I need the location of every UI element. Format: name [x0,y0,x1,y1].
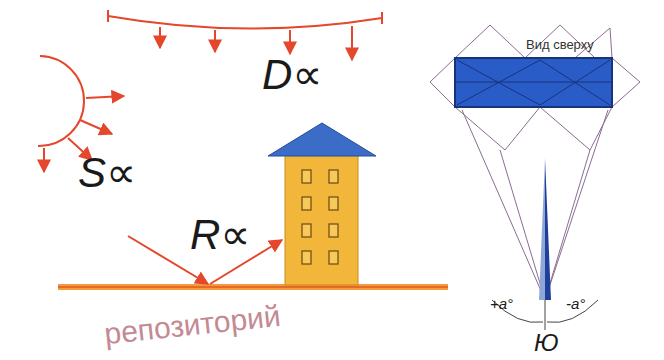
window [302,224,311,237]
window [329,251,338,264]
direction-label: Ю [534,330,559,356]
diffuse-radiation [108,10,382,60]
south-arrow [539,158,551,300]
direct-label: S∝ [78,150,136,196]
top-view [430,25,640,300]
window [302,251,311,264]
building-plan [455,58,612,107]
ground [58,284,448,290]
diffuse-label: D∝ [262,52,322,98]
window [329,197,338,210]
window [302,197,311,210]
building [268,123,376,285]
plan-hatch [455,60,612,105]
window [329,224,338,237]
reflected-label: R∝ [190,212,250,258]
window [329,170,338,183]
angle-label: -a° [566,296,585,313]
view-caption: Вид сверху [526,38,594,52]
angle-label: +a° [490,296,513,313]
watermark: репозиторий [103,299,282,350]
window [302,170,311,183]
